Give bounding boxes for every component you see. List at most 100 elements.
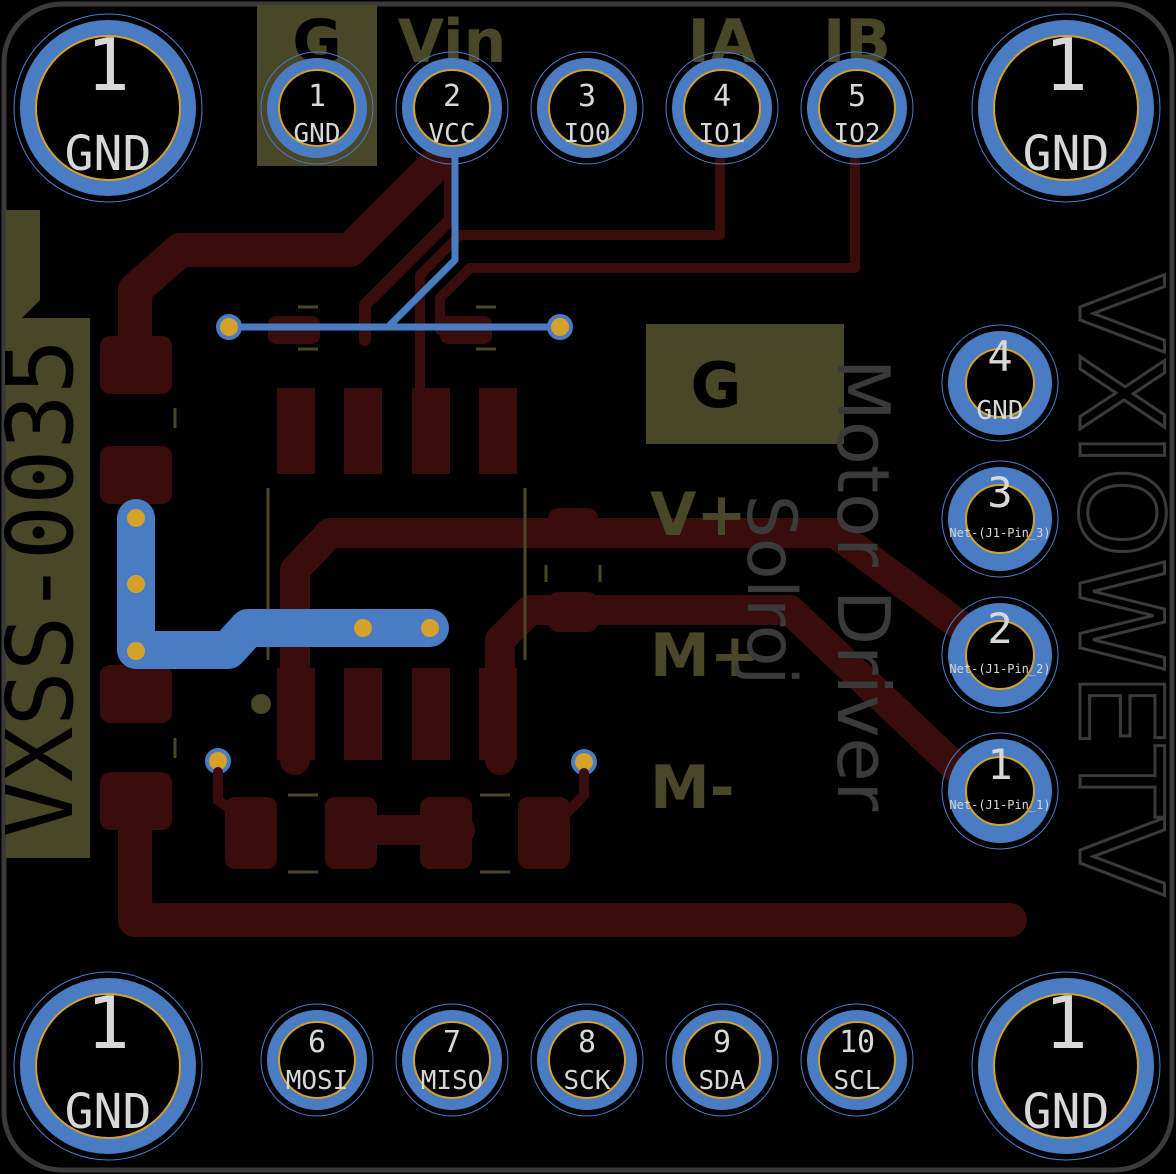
- pad-net-name: IO2: [834, 119, 881, 149]
- trace-vcc: [359, 154, 456, 346]
- smd-pad: [325, 797, 377, 869]
- ic-footprint: [100, 316, 598, 869]
- pad-drill: [683, 1021, 761, 1099]
- pad-net-name: GND: [65, 1084, 152, 1140]
- silk-outline-marks: [173, 305, 602, 874]
- trace-gnd-bottom: [118, 783, 1027, 937]
- pad-drill: [35, 993, 181, 1139]
- pad-drill: [413, 1021, 491, 1099]
- silk-left-notch: [6, 210, 40, 318]
- pad-drill: [993, 35, 1139, 181]
- pad-number: 1: [86, 23, 129, 107]
- pad-number: 9: [713, 1025, 731, 1060]
- pad-number: 4: [713, 79, 731, 114]
- trace-io1: [415, 155, 725, 400]
- pad-number: 3: [987, 468, 1012, 517]
- pad-drill: [965, 348, 1035, 418]
- pad-number: 6: [308, 1025, 326, 1060]
- ic-pad: [344, 668, 382, 760]
- board-id-text: VXSS-0035: [0, 339, 94, 838]
- pad-net-name: MISO: [421, 1066, 484, 1096]
- via: [127, 642, 145, 660]
- pad-drill: [965, 620, 1035, 690]
- pad-clearance-ring: [941, 324, 1059, 442]
- pad-number: 2: [443, 79, 461, 114]
- pad-clearance-ring: [13, 13, 203, 203]
- pad-clearance-ring: [800, 51, 914, 165]
- via: [216, 314, 242, 340]
- pad-clearance-ring: [665, 1003, 779, 1117]
- pad-clearance-ring: [530, 51, 644, 165]
- pad-drill: [965, 484, 1035, 554]
- pad-drill: [278, 1021, 356, 1099]
- pad-net-name: SDA: [699, 1066, 746, 1096]
- product-text: Motor Driver: [821, 359, 905, 812]
- pad-number: 10: [839, 1025, 875, 1060]
- pad-number: 1: [1044, 981, 1087, 1065]
- pad-net-name: IO0: [564, 119, 611, 149]
- ic-pad: [412, 388, 450, 474]
- smd-pad: [420, 797, 472, 869]
- pad-clearance-ring: [260, 51, 374, 165]
- via-tails: [213, 767, 589, 820]
- pad-number: 5: [848, 79, 866, 114]
- pad-drill: [818, 1021, 896, 1099]
- ic-pad: [277, 388, 315, 474]
- pad-clearance-ring: [665, 51, 779, 165]
- silk-label-vplus: V+: [650, 480, 747, 550]
- pad-net-name: SCL: [834, 1066, 881, 1096]
- pad-drill: [683, 69, 761, 147]
- pad-number: 3: [578, 79, 596, 114]
- ic-pad: [412, 668, 450, 760]
- pad-drill: [413, 69, 491, 147]
- pad-net-name: MOSI: [286, 1066, 349, 1096]
- pad-net-name: SCK: [564, 1066, 611, 1096]
- smd-pad: [100, 446, 172, 504]
- pad-clearance-ring: [971, 971, 1161, 1161]
- silk-label-mminus: M-: [650, 753, 735, 823]
- pad-clearance-ring: [971, 13, 1161, 203]
- trace-io2: [435, 155, 860, 335]
- pad-drill: [35, 35, 181, 181]
- pad-number: 1: [308, 79, 326, 114]
- smd-pad: [100, 665, 172, 723]
- via: [127, 575, 145, 593]
- pad-number: 4: [987, 332, 1012, 381]
- pad-net-name: Net-(J1-Pin_2): [949, 662, 1050, 676]
- silk-g-right-block: [646, 324, 844, 444]
- pad-net-name: IO1: [699, 119, 746, 149]
- trace-left-l: [117, 499, 449, 669]
- pad-net-name: GND: [1023, 126, 1110, 182]
- pad-drill: [278, 69, 356, 147]
- pad-drill: [993, 993, 1139, 1139]
- silk-label-mplus: M+: [650, 621, 760, 691]
- pad-number: 2: [987, 604, 1012, 653]
- ic-pad: [479, 668, 517, 760]
- ic-pad: [344, 388, 382, 474]
- via: [127, 509, 145, 527]
- pad-net-name: GND: [65, 126, 152, 182]
- pad-number: 8: [578, 1025, 596, 1060]
- pad-clearance-ring: [941, 460, 1059, 578]
- pad-clearance-ring: [395, 51, 509, 165]
